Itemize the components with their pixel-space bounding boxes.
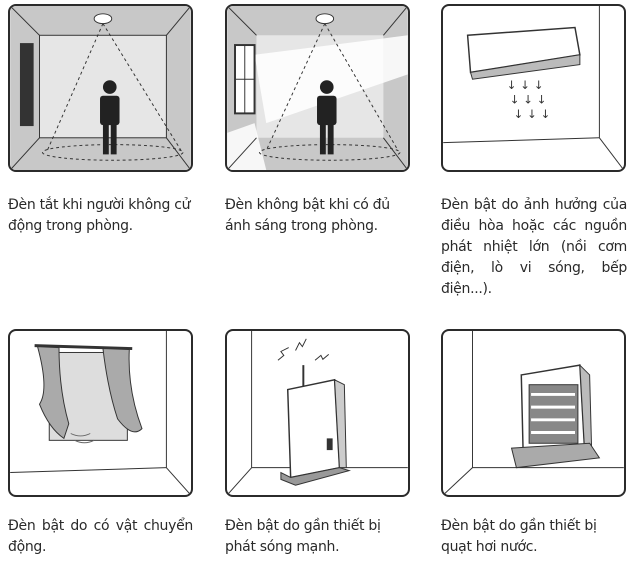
caption-4: Đèn bật do có vật chuyển động. bbox=[8, 518, 193, 555]
air-conditioner-icon bbox=[466, 26, 581, 80]
person-icon bbox=[100, 80, 120, 155]
caption-3: Đèn bật do ảnh hưởng của điều hòa hoặc c… bbox=[441, 197, 627, 297]
illustration-router bbox=[225, 329, 410, 497]
svg-text:↓ ↓ ↓: ↓ ↓ ↓ bbox=[510, 93, 547, 107]
illustration-steam-fan bbox=[441, 329, 626, 497]
caption-1: Đèn tắt khi người không cử động trong ph… bbox=[8, 197, 191, 234]
caption-6: Đèn bật do gần thiết bị quạt hơi nước. bbox=[441, 518, 597, 555]
svg-text:↓ ↓ ↓: ↓ ↓ ↓ bbox=[507, 78, 544, 92]
router-icon bbox=[280, 365, 351, 486]
illustration-daylight bbox=[225, 4, 410, 172]
illustration-air-conditioner: ↓ ↓ ↓↓ ↓ ↓↓ ↓ ↓ bbox=[441, 4, 626, 172]
illustration-person-still bbox=[8, 4, 193, 172]
steam-heater-icon bbox=[510, 363, 601, 469]
svg-text:↓ ↓ ↓: ↓ ↓ ↓ bbox=[513, 107, 550, 121]
illustration-curtain bbox=[8, 329, 193, 497]
person-icon bbox=[317, 80, 337, 155]
caption-5: Đèn bật do gần thiết bị phát sóng mạnh. bbox=[225, 518, 381, 555]
caption-2: Đèn không bật khi có đủ ánh sáng trong p… bbox=[225, 197, 390, 234]
